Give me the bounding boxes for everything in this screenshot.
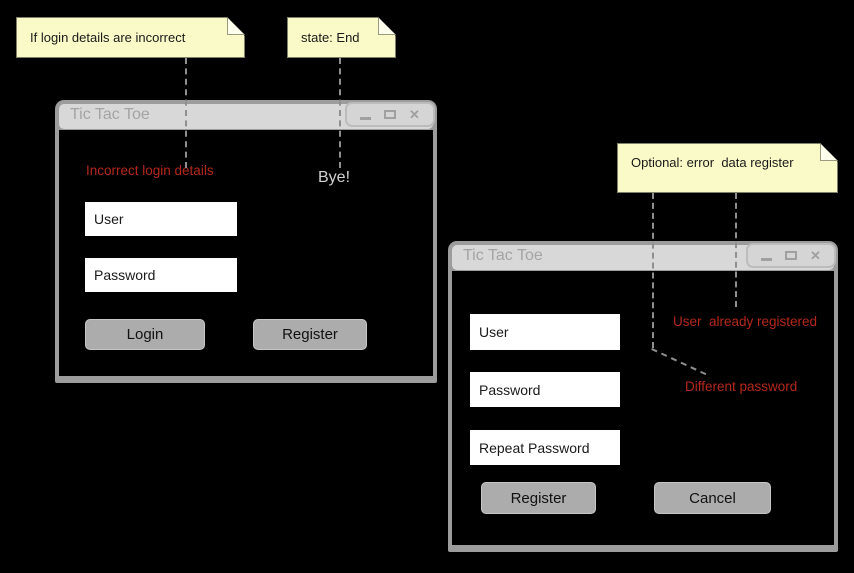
password-input[interactable] <box>85 258 237 292</box>
connector-line-different-password-vertical <box>652 193 654 348</box>
connector-line-user-registered <box>735 193 737 307</box>
incorrect-login-annotation: Incorrect login details <box>86 163 214 178</box>
bye-text: Bye! <box>318 169 351 186</box>
password-input[interactable] <box>470 372 620 407</box>
note-text: If login details are incorrect <box>30 30 186 45</box>
note-login-incorrect: If login details are incorrect <box>16 17 245 58</box>
user-already-registered-annotation: User already registered <box>673 314 818 329</box>
connector-line-incorrect-login <box>185 58 187 168</box>
cancel-button[interactable]: Cancel <box>654 482 771 514</box>
note-text: state: End <box>301 30 360 45</box>
window-title: Tic Tac Toe <box>463 247 543 264</box>
note-optional-error-register: Optional: error data register <box>617 143 838 193</box>
note-state-end: state: End <box>287 17 396 58</box>
register-window: Tic Tac Toe ✕ User already registered Di… <box>448 241 838 552</box>
repeat-password-input[interactable] <box>470 430 620 465</box>
register-button[interactable]: Register <box>481 482 596 514</box>
close-icon[interactable]: ✕ <box>810 248 821 263</box>
register-window-titlebar[interactable]: Tic Tac Toe ✕ <box>452 243 836 271</box>
minimize-icon[interactable] <box>360 117 372 120</box>
register-window-body: User already registered Different passwo… <box>452 271 834 545</box>
maximize-icon[interactable] <box>384 110 397 119</box>
register-button[interactable]: Register <box>253 319 367 350</box>
window-controls: ✕ <box>746 243 836 268</box>
login-window-body: Incorrect login details Bye! Login Regis… <box>59 130 433 376</box>
user-input[interactable] <box>470 314 620 350</box>
login-window: Tic Tac Toe ✕ Incorrect login details By… <box>55 100 437 383</box>
connector-line-state-end <box>339 58 341 168</box>
minimize-icon[interactable] <box>761 258 773 261</box>
note-text: Optional: error data register <box>631 155 794 170</box>
close-icon[interactable]: ✕ <box>409 107 420 122</box>
window-controls: ✕ <box>345 102 435 127</box>
user-input[interactable] <box>85 202 237 236</box>
window-title: Tic Tac Toe <box>70 106 150 123</box>
different-password-annotation: Different password <box>685 379 798 394</box>
login-button[interactable]: Login <box>85 319 205 350</box>
maximize-icon[interactable] <box>785 251 798 260</box>
login-window-titlebar[interactable]: Tic Tac Toe ✕ <box>59 102 435 130</box>
